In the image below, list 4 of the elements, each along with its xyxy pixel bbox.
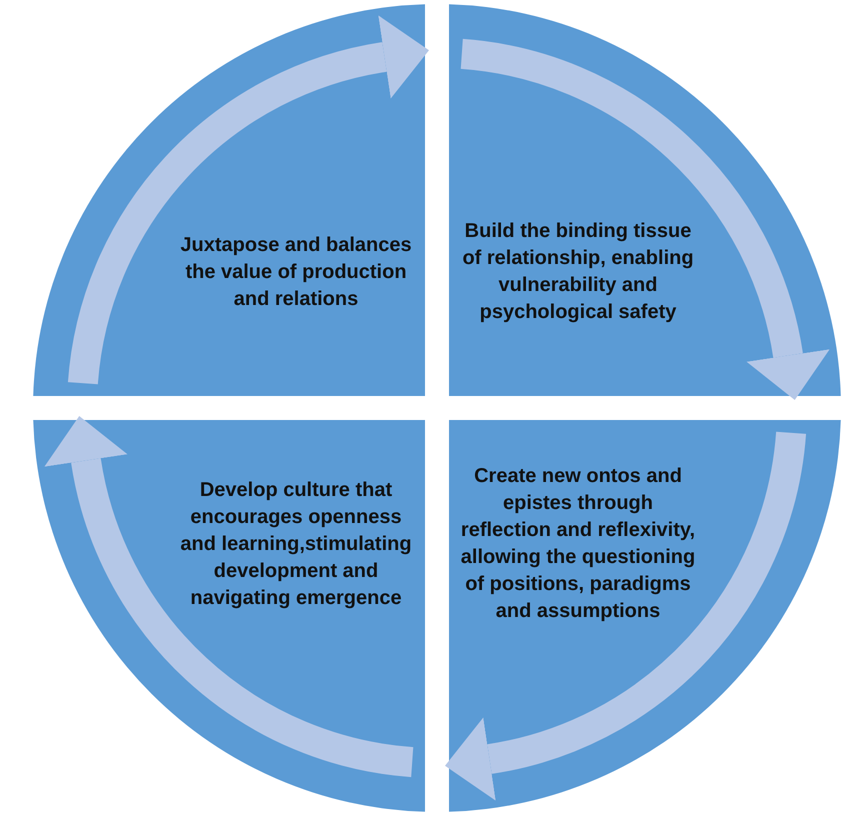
quadrant-text: Develop culture that encourages openness and learning,stimulating development and navigating emergence bbox=[179, 478, 413, 610]
quadrant-text: Create new ontos and epistes through reflection and reflexivity, allowing the questioning of positions, paradigms and assumptions bbox=[460, 464, 696, 624]
quadrant-text: Build the binding tissue of relationship, enabling vulnerability and psychological safety bbox=[461, 219, 695, 325]
quadrant-text: Juxtapose and balances the value of production and relations bbox=[179, 232, 413, 312]
